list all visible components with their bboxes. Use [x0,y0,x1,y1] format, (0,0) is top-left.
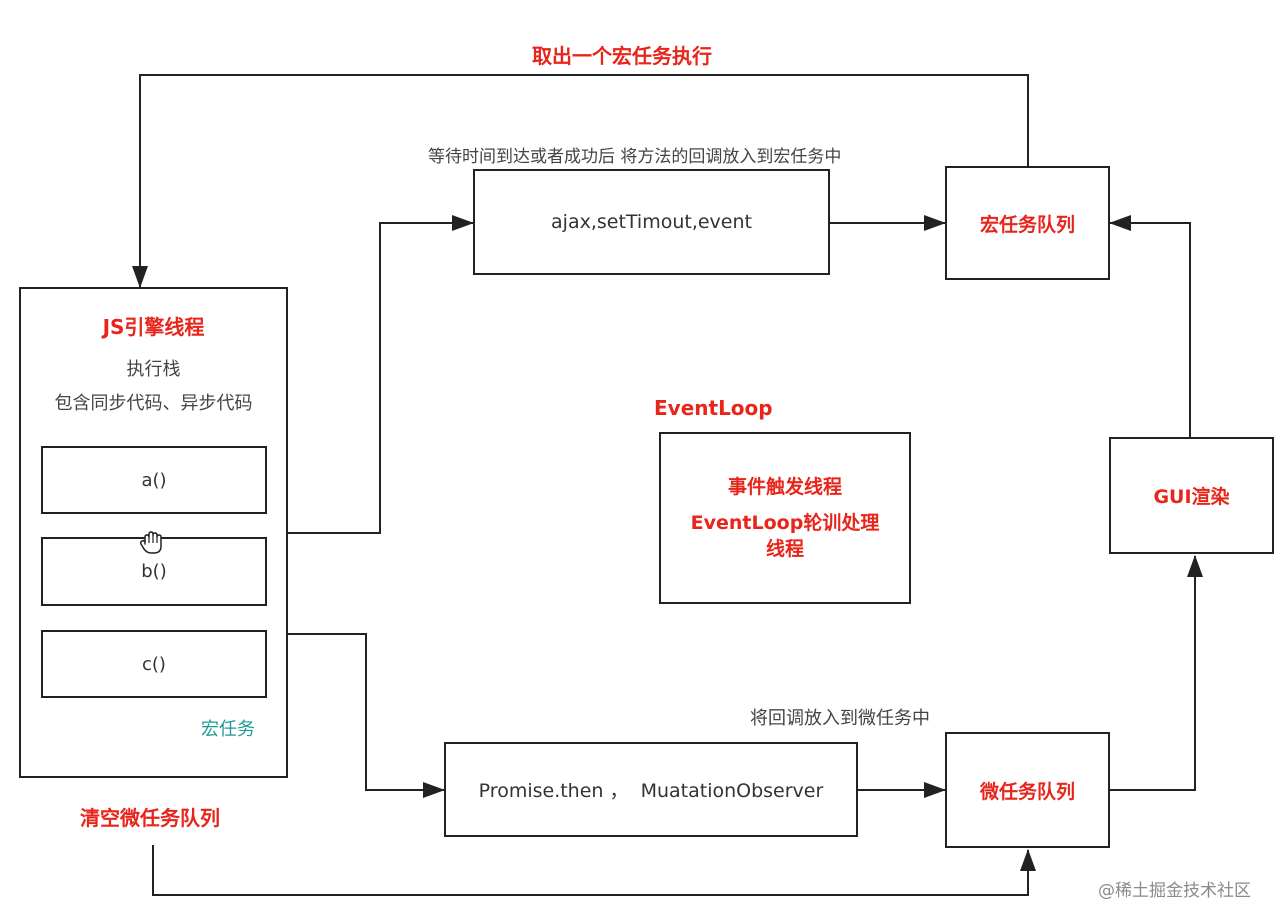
stack-frame-b: b() [41,537,267,606]
async-apis-box: ajax,setTimout,event [473,169,830,275]
watermark: @稀土掘金技术社区 [1098,881,1251,901]
arrow-gui-to-macro-queue [1109,215,1191,437]
async-apis-text: ajax,setTimout,event [551,211,752,233]
execution-stack-desc: 包含同步代码、异步代码 [54,393,253,414]
js-engine-thread-box: JS引擎线程 执行栈 包含同步代码、异步代码 a() b() c() 宏任务 [19,287,288,778]
take-macro-task-label: 取出一个宏任务执行 [532,44,712,68]
event-thread-line2: EventLoop轮训处理 [690,512,880,534]
clear-micro-queue-label: 清空微任务队列 [80,806,220,830]
micro-apis-box: Promise.then ， MuatationObserver [444,742,858,837]
js-engine-title: JS引擎线程 [102,315,205,339]
stack-frame-c: c() [41,630,267,698]
arrow-js-engine-to-async-apis [288,215,474,534]
event-thread-line1: 事件触发线程 [727,476,842,498]
gui-render-box: GUI渲染 [1109,437,1274,554]
execution-stack-label: 执行栈 [126,359,181,380]
wait-note-label: 等待时间到达或者成功后 将方法的回调放入到宏任务中 [428,147,842,167]
macro-task-tag: 宏任务 [201,719,255,740]
arrow-js-engine-to-micro-apis [288,633,445,798]
micro-apis-text: Promise.then ， MuatationObserver [478,780,824,802]
macro-task-queue-box: 宏任务队列 [945,166,1110,280]
stack-frame-a: a() [41,446,267,514]
micro-note-label: 将回调放入到微任务中 [750,708,930,729]
gui-render-text: GUI渲染 [1153,486,1230,508]
macro-task-queue-text: 宏任务队列 [979,213,1075,236]
arrow-macro-queue-to-js-engine [132,74,1029,288]
stack-frame-b-text: b() [141,561,167,582]
arrow-clear-micro-to-micro-queue [152,845,1036,896]
micro-task-queue-box: 微任务队列 [945,732,1110,848]
stack-frame-a-text: a() [141,469,167,491]
eventloop-label: EventLoop [654,396,773,420]
micro-task-queue-text: 微任务队列 [979,780,1075,803]
event-thread-line3: 线程 [765,538,804,560]
arrow-micro-queue-to-gui [1110,555,1203,791]
stack-frame-c-text: c() [142,653,166,675]
event-trigger-thread-box: 事件触发线程 EventLoop轮训处理 线程 [659,432,911,604]
hand-cursor-icon [139,531,162,554]
